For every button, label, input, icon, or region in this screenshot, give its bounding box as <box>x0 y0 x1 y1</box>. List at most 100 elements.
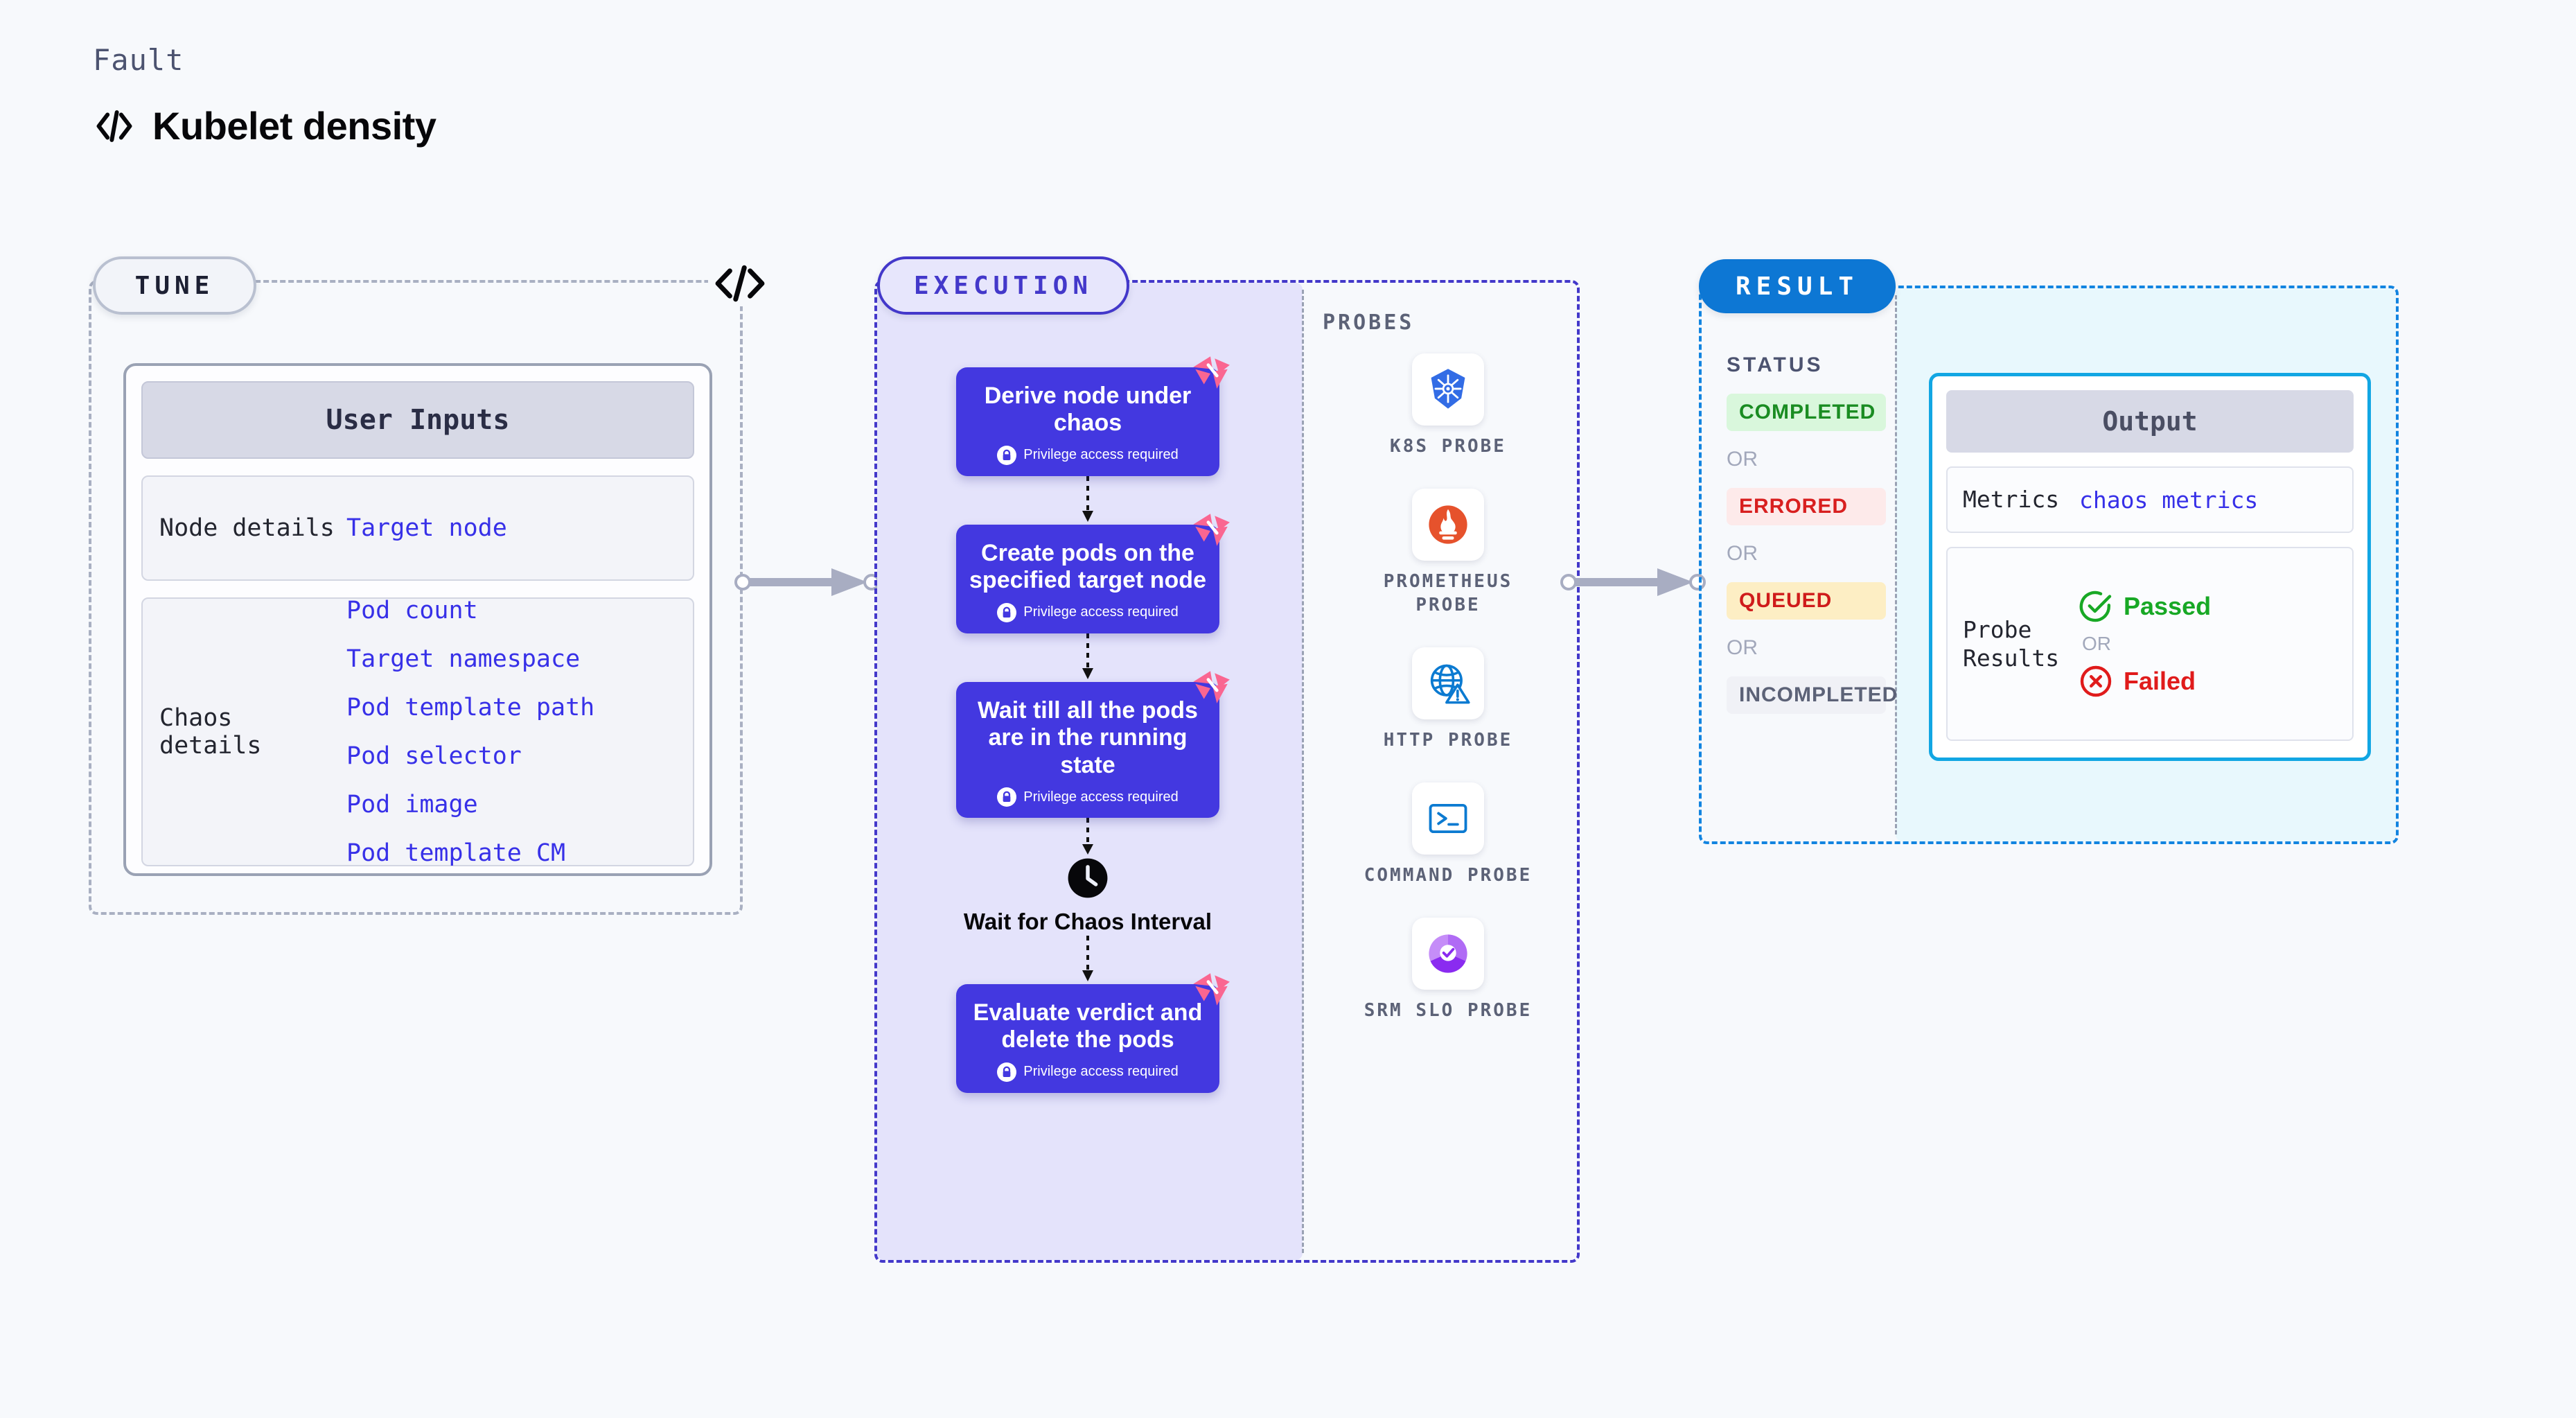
globe-warning-icon <box>1430 664 1470 704</box>
input-value[interactable]: Pod selector <box>346 742 522 770</box>
output-row-metrics: Metrics chaos metrics <box>1946 466 2354 533</box>
harness-logo-icon <box>1193 972 1230 1006</box>
execution-step-card[interactable]: Derive node under chaos Privilege access… <box>956 356 1230 476</box>
input-group-label: Chaos details <box>159 704 262 760</box>
step-privilege-text: Privilege access required <box>1023 1064 1179 1080</box>
fault-kicker: Fault <box>93 43 184 77</box>
probes-divider <box>1302 290 1304 1253</box>
step-connector-arrow <box>1082 935 1093 981</box>
input-value[interactable]: Pod template path <box>346 694 595 721</box>
input-group-label: Node details <box>159 514 335 542</box>
status-badge-completed: COMPLETED <box>1727 394 1886 431</box>
result-panel <box>1699 286 2399 844</box>
probe-item-prometheus[interactable]: PROMETHEUS PROBE <box>1361 489 1535 617</box>
step-connector-arrow <box>1082 633 1093 679</box>
wait-node-label: Wait for Chaos Interval <box>963 909 1212 935</box>
input-value[interactable]: Target node <box>346 514 507 542</box>
probe-item-srm-slo[interactable]: SRM SLO PROBE <box>1361 918 1535 1022</box>
output-title: Output <box>1946 390 2354 453</box>
output-row-probe-results: Probe Results Passed OR Failed <box>1946 547 2354 741</box>
probe-icon-tile <box>1412 353 1484 426</box>
status-or-text: OR <box>1727 542 1758 565</box>
verdict-or-text: OR <box>2082 633 2111 654</box>
probe-label: PROMETHEUS PROBE <box>1383 571 1513 615</box>
input-group-values: Pod count Target namespace Pod template … <box>346 597 594 867</box>
execution-pill-label: EXECUTION <box>913 271 1093 300</box>
step-privilege-row: Privilege access required <box>969 445 1207 465</box>
execution-step-card[interactable]: Create pods on the specified target node… <box>956 514 1230 633</box>
code-slash-icon-divider <box>708 261 772 306</box>
result-stage-pill[interactable]: RESULT <box>1699 259 1896 313</box>
lock-icon <box>997 445 1017 465</box>
probe-label: K8S PROBE <box>1390 436 1506 457</box>
status-heading: STATUS <box>1727 353 1824 376</box>
execution-step-card[interactable]: Evaluate verdict and delete the pods Pri… <box>956 972 1230 1093</box>
step-title: Wait till all the pods are in the runnin… <box>978 697 1198 778</box>
terminal-icon <box>1429 804 1467 834</box>
status-divider <box>1895 295 1897 834</box>
execution-stage-pill[interactable]: EXECUTION <box>877 256 1129 315</box>
result-pill-label: RESULT <box>1735 272 1860 301</box>
title-row: Kubelet density <box>93 103 436 148</box>
status-badge-errored: ERRORED <box>1727 488 1886 525</box>
input-group-node-details: Node details Target node <box>141 475 694 581</box>
user-inputs-title: User Inputs <box>141 381 694 459</box>
execution-step-card[interactable]: Wait till all the pods are in the runnin… <box>956 670 1230 819</box>
input-value[interactable]: Target namespace <box>346 645 581 673</box>
step-connector-arrow <box>1082 818 1093 855</box>
output-row-label: Metrics <box>1963 486 2060 514</box>
code-slash-icon <box>96 110 132 142</box>
probe-item-http[interactable]: HTTP PROBE <box>1361 647 1535 752</box>
output-row-label: Probe Results <box>1963 615 2060 672</box>
step-title: Derive node under chaos <box>984 383 1192 437</box>
verdict-passed: Passed <box>2079 590 2211 623</box>
page-title: Kubelet density <box>152 104 436 148</box>
probe-label: SRM SLO PROBE <box>1364 1000 1533 1022</box>
output-metrics-value[interactable]: chaos metrics <box>2079 486 2259 514</box>
tune-stage-pill[interactable]: TUNE <box>93 256 256 315</box>
harness-logo-icon <box>1193 356 1230 389</box>
input-group-values: Target node <box>346 514 507 542</box>
verdict-list: Passed OR Failed <box>2079 590 2211 698</box>
connector-tune-to-execution <box>734 568 880 596</box>
verdict-label: Passed <box>2124 592 2212 620</box>
lock-icon <box>997 602 1017 622</box>
probes-heading: PROBES <box>1323 310 1415 335</box>
harness-logo-icon <box>1193 670 1230 703</box>
execution-panel <box>874 280 1580 1263</box>
verdict-label: Failed <box>2124 667 2196 695</box>
status-column: STATUS COMPLETED OR ERRORED OR QUEUED OR… <box>1727 353 1897 714</box>
kubernetes-icon <box>1431 369 1465 409</box>
input-group-chaos-details: Chaos details Pod count Target namespace… <box>141 597 694 867</box>
connector-execution-to-result <box>1560 568 1706 596</box>
lock-icon <box>997 1062 1017 1082</box>
step-privilege-text: Privilege access required <box>1023 604 1179 620</box>
step-privilege-text: Privilege access required <box>1023 789 1179 805</box>
input-value[interactable]: Pod count <box>346 597 478 624</box>
probe-label: COMMAND PROBE <box>1364 865 1533 886</box>
input-value[interactable]: Pod image <box>346 791 478 819</box>
clock-icon <box>1068 858 1108 898</box>
probe-icon-tile <box>1412 647 1484 719</box>
step-privilege-row: Privilege access required <box>969 787 1207 807</box>
tune-pill-label: TUNE <box>134 271 215 300</box>
harness-logo-icon <box>1193 514 1230 546</box>
prometheus-flame-icon <box>1429 505 1467 544</box>
probe-item-command[interactable]: COMMAND PROBE <box>1361 782 1535 887</box>
status-or-text: OR <box>1727 448 1758 471</box>
step-privilege-row: Privilege access required <box>969 602 1207 622</box>
step-title: Create pods on the specified target node <box>969 539 1206 594</box>
probe-icon-tile <box>1412 489 1484 561</box>
probe-icon-tile <box>1412 918 1484 990</box>
probe-item-k8s[interactable]: K8S PROBE <box>1361 353 1535 458</box>
status-badge-incompleted: INCOMPLETED <box>1727 676 1897 714</box>
step-privilege-row: Privilege access required <box>969 1062 1207 1082</box>
slo-donut-check-icon <box>1429 934 1467 973</box>
page-header: Fault Kubelet density <box>93 43 436 148</box>
input-value[interactable]: Pod template CM <box>346 839 566 867</box>
step-title: Evaluate verdict and delete the pods <box>973 999 1203 1053</box>
status-or-text: OR <box>1727 636 1758 659</box>
verdict-failed: Failed <box>2079 665 2211 698</box>
step-connector-arrow <box>1082 475 1093 522</box>
tune-panel <box>89 280 743 915</box>
